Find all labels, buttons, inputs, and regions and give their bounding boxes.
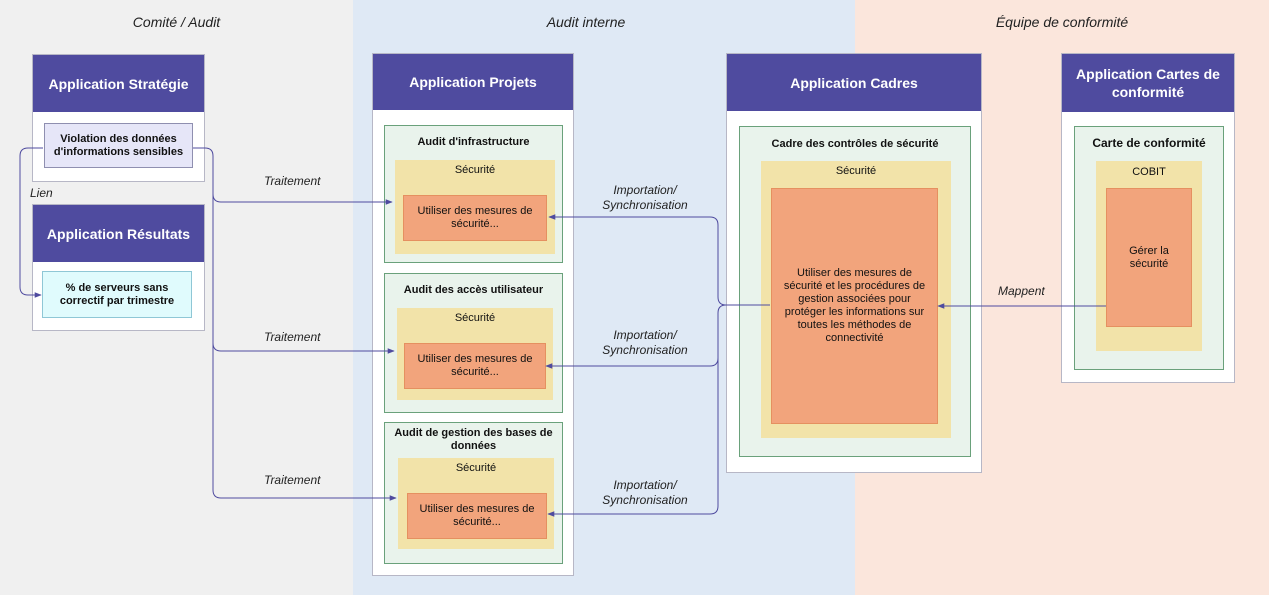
security-section: Sécurité Utiliser des mesures de sécurit… (395, 160, 555, 254)
strategy-item[interactable]: Violation des données d'informations sen… (44, 123, 193, 168)
security-section: Sécurité Utiliser des mesures de sécurit… (397, 308, 553, 400)
audit-infrastructure[interactable]: Audit d'infrastructure Sécurité Utiliser… (384, 125, 563, 263)
lane-title-committee: Comité / Audit (132, 14, 221, 30)
results-app-title: Application Résultats (33, 205, 204, 262)
lane-title-compliance-team: Équipe de conformité (995, 14, 1129, 30)
framework-title: Cadre des contrôles de sécurité (771, 138, 939, 150)
audit-user-access[interactable]: Audit des accès utilisateur Sécurité Uti… (384, 273, 563, 413)
cobit-control-item[interactable]: Gérer la sécurité (1106, 188, 1192, 327)
control-item[interactable]: Utiliser des mesures de sécurité... (407, 493, 547, 539)
section-title: Sécurité (835, 165, 877, 177)
section-title: Sécurité (454, 312, 496, 324)
strategy-app-title: Application Stratégie (33, 55, 204, 112)
strategy-app[interactable]: Application Stratégie Violation des donn… (32, 54, 205, 182)
audit-database-management[interactable]: Audit de gestion des bases de données Sé… (384, 422, 563, 564)
section-title: COBIT (1132, 166, 1166, 178)
control-item[interactable]: Utiliser des mesures de sécurité... (403, 195, 547, 241)
section-title: Sécurité (454, 164, 496, 176)
framework-container[interactable]: Cadre des contrôles de sécurité Sécurité… (739, 126, 971, 457)
processing-label-1: Traitement (264, 174, 321, 188)
framework-control-item[interactable]: Utiliser des mesures de sécurité et les … (771, 188, 938, 424)
security-section: Sécurité Utiliser des mesures de sécurit… (761, 161, 951, 438)
link-label: Lien (30, 186, 53, 200)
sync-label-3: Importation/ Synchronisation (602, 478, 688, 507)
security-section: Sécurité Utiliser des mesures de sécurit… (398, 458, 554, 549)
cobit-section: COBIT Gérer la sécurité (1096, 161, 1202, 351)
control-item[interactable]: Utiliser des mesures de sécurité... (404, 343, 546, 389)
sync-label-2: Importation/ Synchronisation (602, 328, 688, 357)
compliance-map-container[interactable]: Carte de conformité COBIT Gérer la sécur… (1074, 126, 1224, 370)
audit-title: Audit des accès utilisateur (403, 284, 544, 296)
results-app[interactable]: Application Résultats % de serveurs sans… (32, 204, 205, 331)
projects-app-title: Application Projets (373, 54, 573, 110)
audit-title: Audit d'infrastructure (417, 136, 530, 148)
lane-title-internal-audit: Audit interne (546, 14, 626, 30)
compliance-maps-app-title: Application Cartes de conformité (1062, 54, 1234, 112)
processing-label-3: Traitement (264, 473, 321, 487)
section-title: Sécurité (455, 462, 497, 474)
frameworks-app[interactable]: Application Cadres Cadre des contrôles d… (726, 53, 982, 473)
map-label: Mappent (998, 284, 1045, 298)
results-item[interactable]: % de serveurs sans correctif par trimest… (42, 271, 192, 318)
audit-title: Audit de gestion des bases de données (394, 427, 553, 452)
compliance-maps-app[interactable]: Application Cartes de conformité Carte d… (1061, 53, 1235, 383)
compliance-map-title: Carte de conformité (1092, 136, 1206, 150)
frameworks-app-title: Application Cadres (727, 54, 981, 111)
sync-label-1: Importation/ Synchronisation (602, 183, 688, 212)
projects-app[interactable]: Application Projets Audit d'infrastructu… (372, 53, 574, 576)
processing-label-2: Traitement (264, 330, 321, 344)
